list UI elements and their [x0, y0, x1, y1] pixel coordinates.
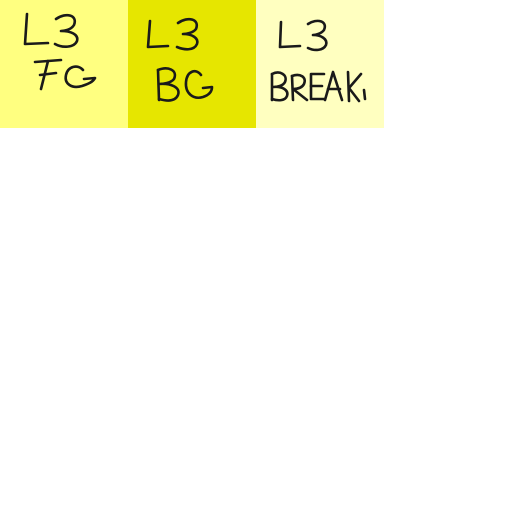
handwriting-l3-fg [23, 12, 97, 91]
tile-row: L3 FG L3 BG [0, 0, 384, 128]
handwriting-l3-break [270, 19, 367, 103]
tile-l3-break: L3 BREAK [256, 0, 384, 128]
handwriting-l3-bg [146, 17, 214, 102]
tile-l3-fg: L3 FG [0, 0, 128, 128]
tile-l3-bg: L3 BG [128, 0, 256, 128]
